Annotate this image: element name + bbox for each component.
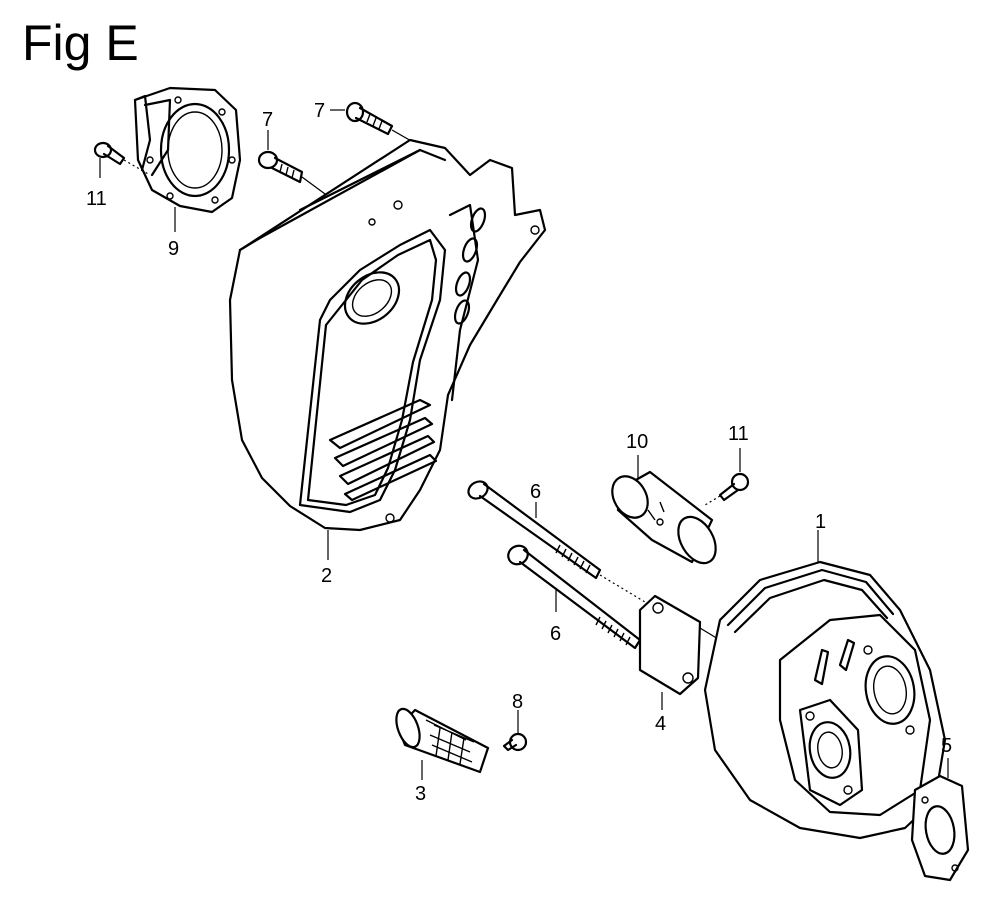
callout-4: 4 xyxy=(655,713,666,735)
callout-6-upper: 6 xyxy=(530,481,541,503)
callout-6-lower: 6 xyxy=(550,623,561,645)
part-3-spark-arrester xyxy=(395,707,490,780)
part-1-muffler xyxy=(703,530,947,840)
callout-8: 8 xyxy=(512,691,523,713)
callout-11-right: 11 xyxy=(728,423,749,445)
callout-2: 2 xyxy=(321,565,332,587)
callout-7-left: 7 xyxy=(262,109,273,131)
callout-11-left: 11 xyxy=(86,188,107,210)
part-6-bolt-upper xyxy=(467,480,651,606)
callout-5: 5 xyxy=(941,735,952,757)
part-9-flange xyxy=(133,86,242,232)
part-11-bolt-lower xyxy=(704,448,750,506)
part-7-bolt-top xyxy=(330,101,421,147)
part-2-muffler-cover xyxy=(228,138,547,560)
part-11-bolt-upper xyxy=(93,141,151,178)
part-6-bolt-lower xyxy=(507,544,642,650)
part-10-pipe xyxy=(611,455,717,565)
part-5-outlet-gasket xyxy=(910,758,970,882)
callout-9: 9 xyxy=(168,238,179,260)
callout-1: 1 xyxy=(815,511,826,533)
callout-7-top: 7 xyxy=(314,100,325,122)
figure-title: Fig E xyxy=(22,15,139,71)
callout-10: 10 xyxy=(626,431,648,453)
part-4-gasket xyxy=(638,594,729,710)
callout-3: 3 xyxy=(415,783,426,805)
part-8-screw xyxy=(502,710,528,752)
